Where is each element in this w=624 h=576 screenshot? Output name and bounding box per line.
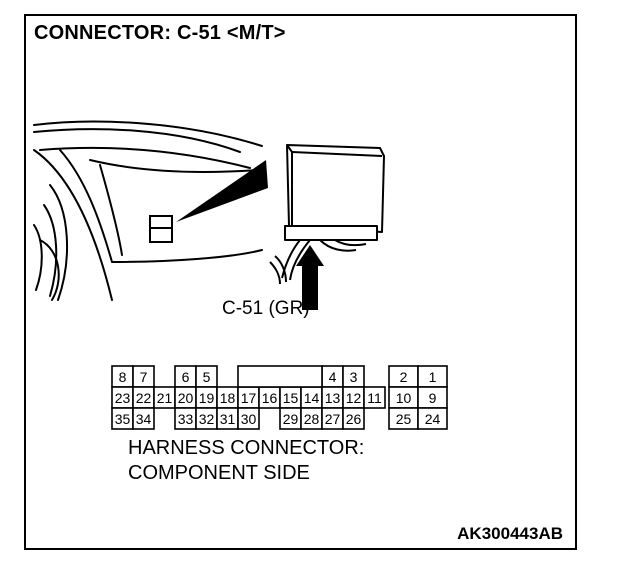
connector-pin: 2: [388, 365, 419, 388]
connector-pin: 29: [279, 407, 302, 430]
connector-pin: 1: [417, 365, 448, 388]
connector-key-slot: [237, 365, 323, 388]
diagram-frame: CONNECTOR: C-51 <M/T> AK300443AB: [24, 14, 577, 550]
connector-pin: 19: [195, 386, 218, 409]
pin-number: 28: [304, 411, 320, 427]
pin-number: 23: [115, 390, 131, 406]
connector-pin: 15: [279, 386, 302, 409]
pin-number: 32: [199, 411, 215, 427]
connector-pin: 25: [388, 407, 419, 430]
connector-pin: 34: [132, 407, 155, 430]
pin-number: 19: [199, 390, 215, 406]
connector-title: CONNECTOR: C-51 <M/T>: [34, 22, 286, 44]
connector-pin: 23: [111, 386, 134, 409]
pin-number: 24: [425, 411, 441, 427]
pin-number: 6: [182, 369, 190, 385]
connector-pin: 14: [300, 386, 323, 409]
caption-line-2: COMPONENT SIDE: [128, 462, 310, 484]
connector-pin: 16: [258, 386, 281, 409]
connector-pin: 31: [216, 407, 239, 430]
pin-number: 21: [157, 390, 173, 406]
connector-pin: 35: [111, 407, 134, 430]
pin-number: 11: [367, 390, 382, 406]
pin-number: 13: [325, 390, 341, 406]
connector-pin: 27: [321, 407, 344, 430]
connector-pin: 12: [342, 386, 365, 409]
pin-number: 5: [203, 369, 211, 385]
connector-pin: 7: [132, 365, 155, 388]
pointer-arrow: [296, 245, 324, 310]
ecu-module: [269, 144, 385, 285]
dashboard-illustration: [33, 120, 263, 301]
pin-number: 14: [304, 390, 320, 406]
pin-number: 15: [283, 390, 299, 406]
pin-number: 16: [262, 390, 278, 406]
pin-number: 1: [429, 369, 437, 385]
pin-number: 8: [119, 369, 127, 385]
pin-number: 3: [350, 369, 358, 385]
connector-caption: HARNESS CONNECTOR: COMPONENT SIDE: [128, 436, 364, 486]
pin-number: 33: [178, 411, 194, 427]
connector-pin: 18: [216, 386, 239, 409]
pin-number: 25: [396, 411, 412, 427]
pin-number: 20: [178, 390, 194, 406]
pin-number: 17: [241, 390, 257, 406]
zoom-wedge: [176, 160, 268, 222]
connector-pin: 4: [321, 365, 344, 388]
connector-pin: 28: [300, 407, 323, 430]
pin-number: 26: [346, 411, 362, 427]
pin-number: 22: [136, 390, 152, 406]
caption-line-1: HARNESS CONNECTOR:: [128, 437, 365, 459]
pin-number: 29: [283, 411, 299, 427]
pin-number: 34: [136, 411, 152, 427]
pin-number: 27: [325, 411, 341, 427]
connector-pin: 6: [174, 365, 197, 388]
connector-pin: 22: [132, 386, 155, 409]
connector-pin: 13: [321, 386, 344, 409]
pin-number: 10: [396, 390, 412, 406]
pin-number: 12: [346, 390, 362, 406]
connector-pin: 33: [174, 407, 197, 430]
connector-pin: 24: [417, 407, 448, 430]
connector-pin: 10: [388, 386, 419, 409]
pin-number: 7: [140, 369, 148, 385]
connector-pin: 21: [153, 386, 176, 409]
connector-callout-label: C-51 (GR): [222, 298, 310, 319]
connector-pin: 26: [342, 407, 365, 430]
connector-pin: 8: [111, 365, 134, 388]
pin-number: 4: [329, 369, 337, 385]
connector-pin: 3: [342, 365, 365, 388]
figure-code: AK300443AB: [457, 524, 563, 543]
pin-number: 30: [241, 411, 257, 427]
connector-pin: 11: [363, 386, 386, 409]
pin-number: 2: [400, 369, 408, 385]
connector-pin: 32: [195, 407, 218, 430]
connector-pin: 17: [237, 386, 260, 409]
connector-pin: 30: [237, 407, 260, 430]
pin-number: 18: [220, 390, 236, 406]
dashboard-connector: [149, 215, 173, 243]
connector-pin: 9: [417, 386, 448, 409]
pin-number: 9: [429, 390, 437, 406]
pin-number: 35: [115, 411, 131, 427]
pin-number: 31: [220, 411, 236, 427]
connector-pin: 5: [195, 365, 218, 388]
connector-pin: 20: [174, 386, 197, 409]
